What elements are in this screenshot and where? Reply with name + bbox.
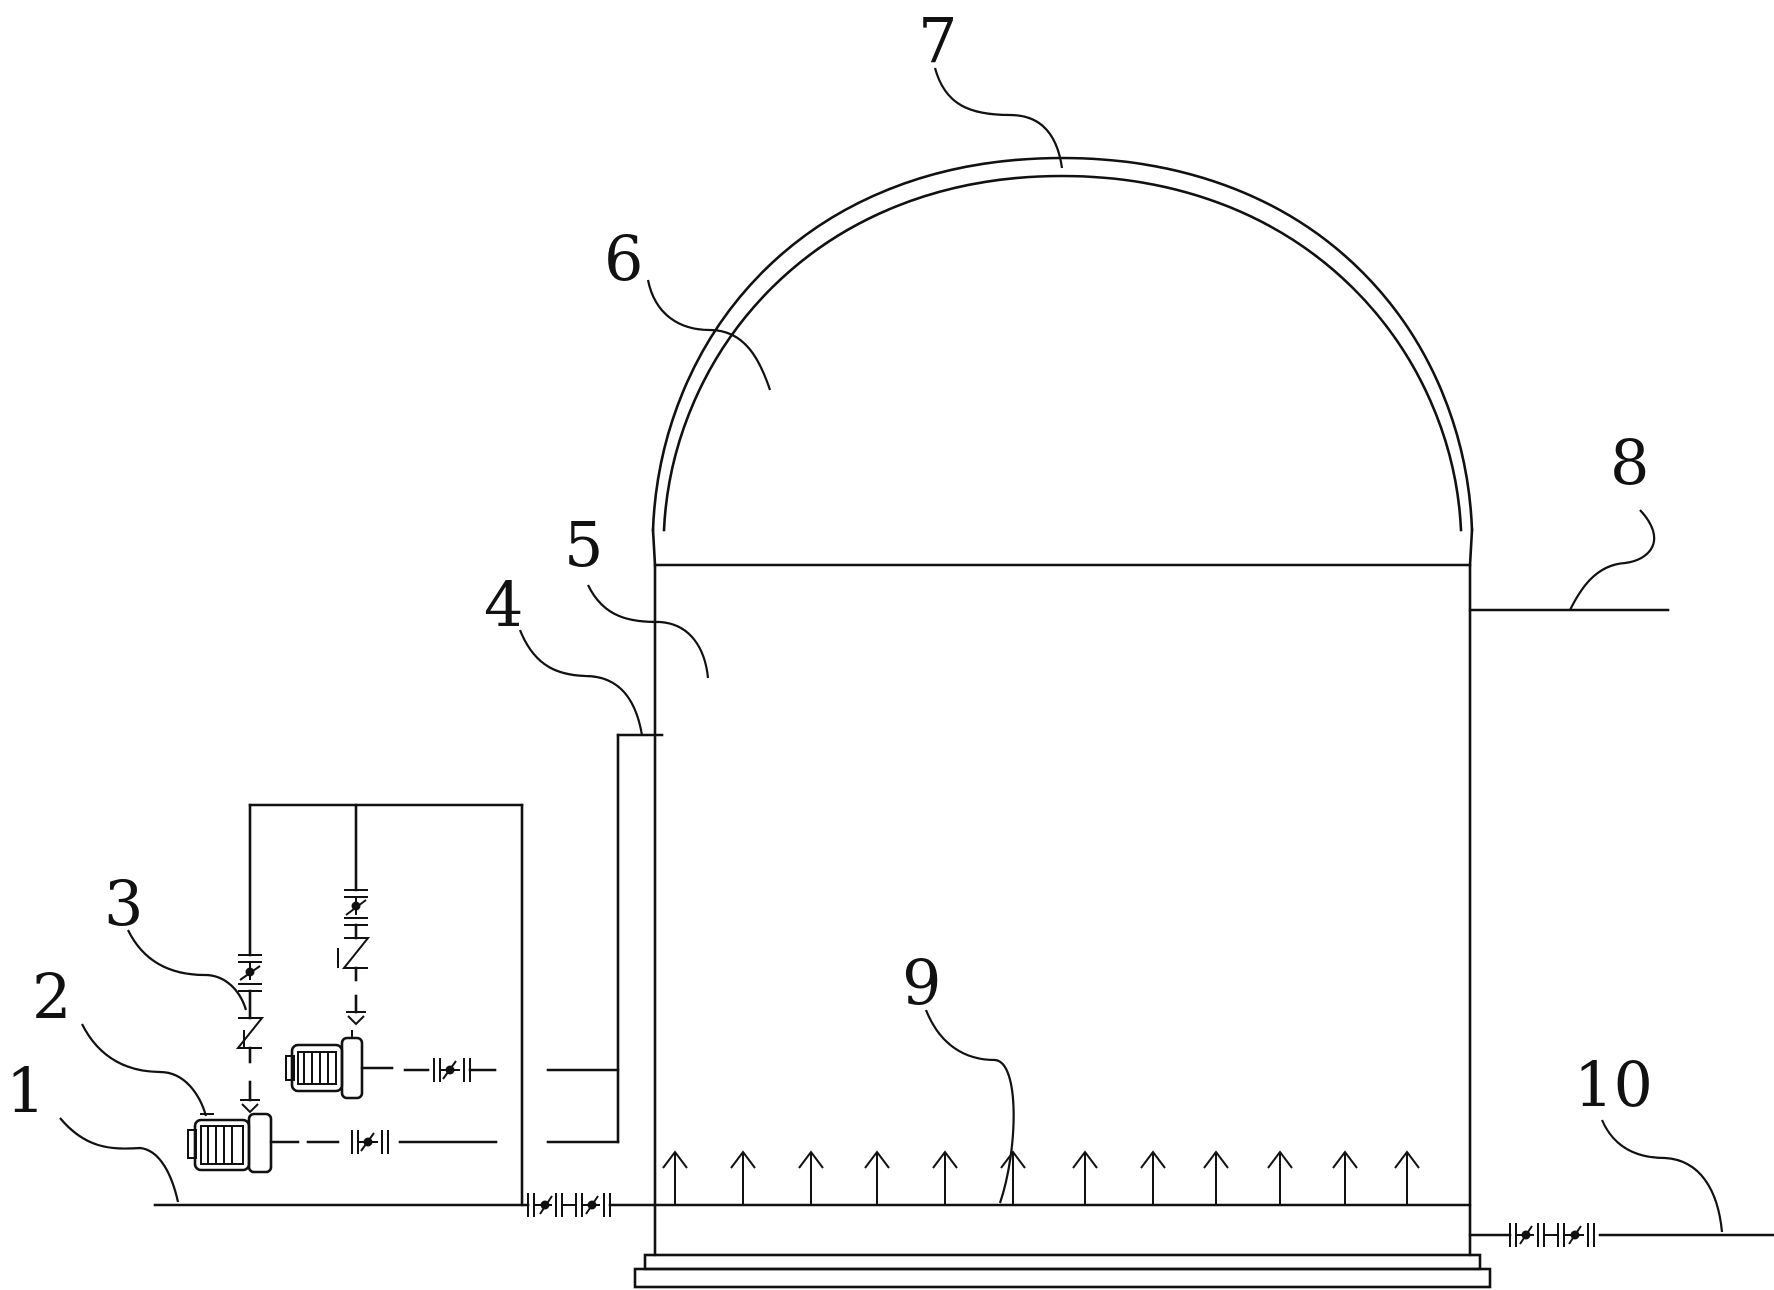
label-9: 9 [902,946,941,1019]
circulation-loop [248,733,664,1207]
arrow-mark [1267,1150,1293,1205]
pump-2 [187,1112,300,1174]
tank-base [633,1253,1492,1289]
arrow-mark [1332,1150,1358,1205]
leader-2 [81,1023,208,1117]
inlet-valve-group [527,1193,611,1217]
leader-8 [1569,509,1656,611]
arrow-mark [864,1150,890,1205]
reference-labels: 1 2 3 4 5 6 7 8 9 10 [6,4,1653,1127]
arrow-mark [730,1150,756,1205]
label-4: 4 [484,568,523,641]
label-3: 3 [104,867,143,940]
arrow-mark [932,1150,958,1205]
leader-lines [59,67,1724,1233]
leader-10 [1600,1119,1724,1233]
arrow-mark [662,1150,688,1205]
arrow-mark [798,1150,824,1205]
leader-5 [587,584,710,679]
pump-upper [285,1030,394,1100]
leader-4 [518,629,644,736]
lower-discharge-line [306,1130,498,1154]
label-5: 5 [564,508,603,581]
arrow-mark [1394,1150,1420,1205]
label-2: 2 [32,960,71,1033]
label-7: 7 [918,4,957,77]
upper-discharge-line [403,1058,497,1082]
label-1: 1 [6,1054,45,1127]
arrow-mark [1072,1150,1098,1205]
arrow-mark [1203,1150,1229,1205]
outlet-pipe [1468,1223,1774,1247]
leader-9 [924,1009,1015,1204]
inlet-pipe [153,1193,657,1217]
leader-7 [933,67,1064,169]
arrow-mark [1000,1150,1026,1205]
leader-3 [127,929,248,1011]
distribution-arrows [662,1150,1420,1205]
leader-1 [59,1117,180,1203]
label-6: 6 [604,222,643,295]
arrow-mark [1140,1150,1166,1205]
tank-body [653,563,1472,1257]
right-branch-valves [337,889,371,1026]
check-valve-3 [235,1017,265,1049]
label-8: 8 [1610,426,1649,499]
outlet-valve-group [1509,1223,1595,1247]
leader-6 [646,279,772,391]
dome-roof [651,156,1474,567]
left-branch-valves [235,954,265,1114]
label-10: 10 [1574,1048,1653,1121]
